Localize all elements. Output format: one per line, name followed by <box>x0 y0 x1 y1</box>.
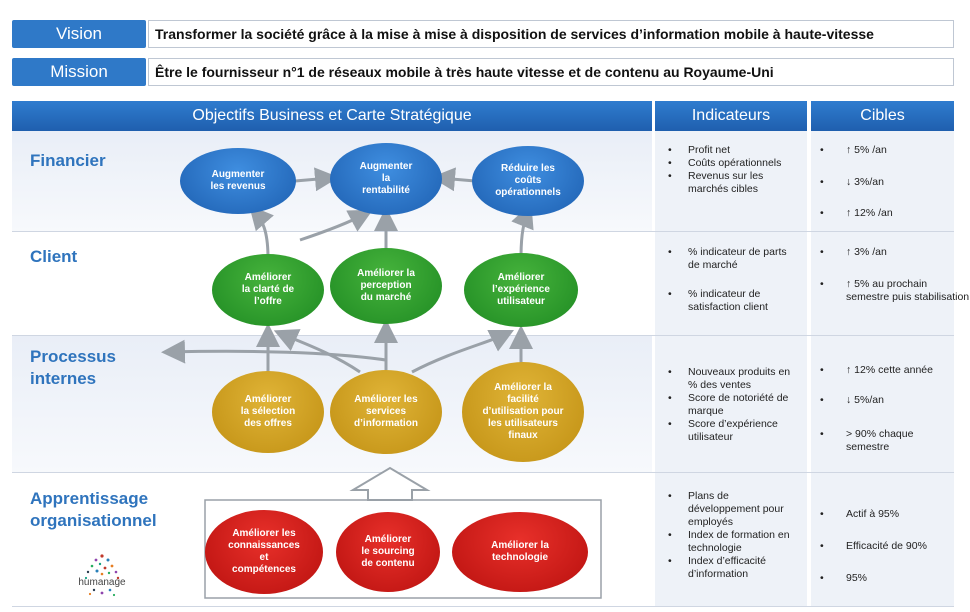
logo-dots-icon <box>84 554 120 597</box>
objective-connaissances-competences: Améliorer les connaissances et compétenc… <box>205 510 323 594</box>
target-item: ↑ 12% cette année <box>818 364 956 377</box>
indicator-item: Profit net <box>666 144 804 157</box>
perspective-processus: Processus internes <box>30 347 116 388</box>
header-strategy-map: Objectifs Business et Carte Stratégique <box>12 101 652 131</box>
indicator-item: Coûts opérationnels <box>666 157 804 170</box>
objective-facilite-utilisation: Améliorer la facilité d’utilisation pour… <box>462 362 584 462</box>
target-item: 95% <box>818 572 970 585</box>
mission-label: Mission <box>12 58 146 86</box>
indicator-item: Index de formation en technologie <box>666 529 790 555</box>
vision-text: Transformer la société grâce à la mise à… <box>148 20 954 48</box>
target-item: Efficacité de 90% <box>818 540 970 553</box>
indicators-processus: Nouveaux produits en % des ventes Score … <box>666 366 800 444</box>
vision-label: Vision <box>12 20 146 48</box>
indicator-item: Index d’efficacité d’information <box>666 555 790 581</box>
target-item: ↓ 3%/an <box>818 176 970 189</box>
target-item: Actif à 95% <box>818 508 970 521</box>
indicator-item: Score de notoriété de marque <box>666 392 800 418</box>
target-item: > 90% chaque semestre <box>818 428 956 454</box>
target-item: ↑ 3% /an <box>818 246 970 259</box>
separator <box>12 231 954 232</box>
separator <box>12 472 954 473</box>
target-item: ↑ 5% au prochain semestre puis stabilisa… <box>818 278 970 304</box>
mission-text: Être le fournisseur n°1 de réseaux mobil… <box>148 58 954 86</box>
target-item: ↑ 12% /an <box>818 207 970 220</box>
indicator-item: Score d’expérience utilisateur <box>666 418 800 444</box>
target-item: ↓ 5%/an <box>818 394 970 407</box>
objective-technologie: Améliorer la technologie <box>452 512 588 592</box>
indicators-client: % indicateur de parts de marché % indica… <box>666 246 800 314</box>
objective-selection-offres: Améliorer la sélection des offres <box>212 371 324 453</box>
header-targets: Cibles <box>811 101 954 131</box>
objective-clarte-offre: Améliorer la clarté de l’offre <box>212 254 324 326</box>
humanage-logo: humanage <box>72 546 132 602</box>
perspective-apprentissage: Apprentissage organisationnel <box>30 489 157 530</box>
indicator-item: % indicateur de parts de marché <box>666 246 800 272</box>
logo-text: humanage <box>78 577 126 588</box>
objective-augmenter-rentabilite: Augmenter la rentabilité <box>330 143 442 215</box>
indicator-item: Nouveaux produits en % des ventes <box>666 366 800 392</box>
objective-experience-utilisateur: Améliorer l’expérience utilisateur <box>464 253 578 327</box>
separator <box>12 606 954 607</box>
indicator-item: Revenus sur les marchés cibles <box>666 170 804 196</box>
objective-services-information: Améliorer les services d’information <box>330 370 442 454</box>
header-indicators: Indicateurs <box>655 101 807 131</box>
perspective-client: Client <box>30 247 78 266</box>
objective-reduire-couts: Réduire les coûts opérationnels <box>472 146 584 216</box>
objective-augmenter-revenus: Augmenter les revenus <box>180 148 296 214</box>
indicators-apprentissage: Plans de développement pour employés Ind… <box>666 490 790 581</box>
indicator-item: % indicateur de satisfaction client <box>666 288 800 314</box>
objective-sourcing-contenu: Améliorer le sourcing de contenu <box>336 512 440 592</box>
indicators-financier: Profit net Coûts opérationnels Revenus s… <box>666 144 804 196</box>
perspective-financier: Financier <box>30 151 106 170</box>
target-item: ↑ 5% /an <box>818 144 970 157</box>
objective-perception-marche: Améliorer la perception du marché <box>330 248 442 324</box>
separator <box>12 335 954 336</box>
indicator-item: Plans de développement pour employés <box>666 490 790 529</box>
